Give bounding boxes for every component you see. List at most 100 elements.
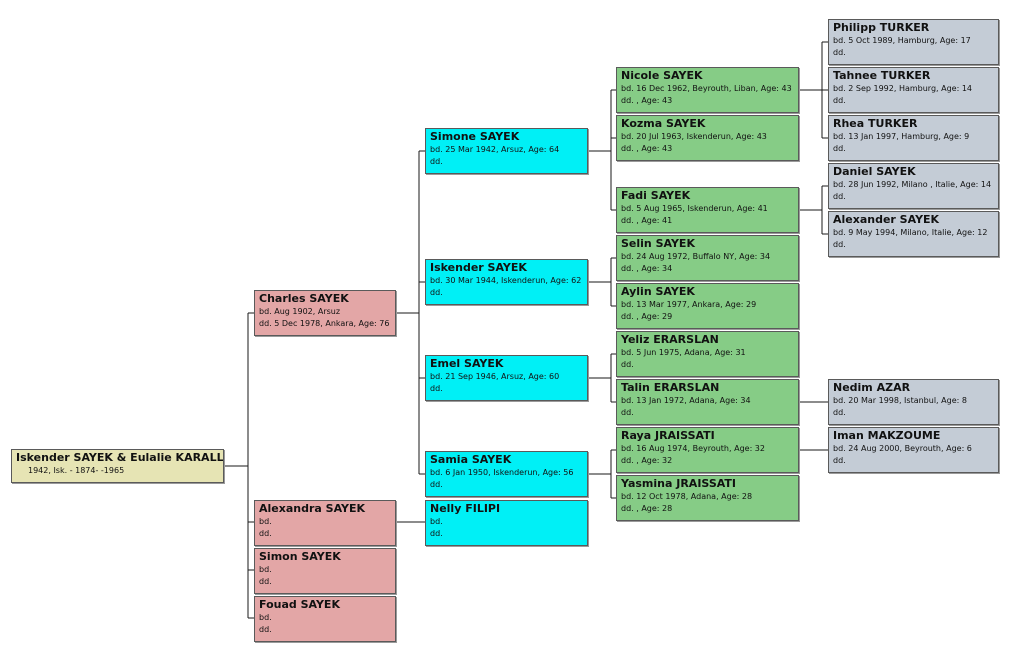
person-card-simon-sayek[interactable]: Simon SAYEK bd. dd.: [254, 548, 396, 594]
person-birth: bd. 2 Sep 1992, Hamburg, Age: 14: [833, 84, 973, 93]
person-death: dd.: [621, 360, 634, 369]
person-card-raya-jraissati[interactable]: Raya JRAISSATI bd. 16 Aug 1974, Beyrouth…: [616, 427, 799, 473]
person-card-alexander-sayek[interactable]: Alexander SAYEK bd. 9 May 1994, Milano, …: [828, 211, 999, 257]
person-death: dd.: [430, 529, 443, 538]
person-death: dd. , Age: 32: [621, 456, 673, 465]
person-birth: bd. 28 Jun 1992, Milano , Italie, Age: 1…: [833, 180, 992, 189]
person-card-alexandra-sayek[interactable]: Alexandra SAYEK bd. dd.: [254, 500, 396, 546]
person-name: Charles SAYEK: [259, 292, 349, 305]
person-name: Yasmina JRAISSATI: [621, 477, 737, 490]
person-name: Iskender SAYEK: [430, 261, 527, 274]
person-death: dd.: [621, 408, 634, 417]
person-name: Talin ERARSLAN: [621, 381, 720, 394]
person-name: Raya JRAISSATI: [621, 429, 715, 442]
person-card-rhea-turker[interactable]: Rhea TURKER bd. 13 Jan 1997, Hamburg, Ag…: [828, 115, 999, 161]
person-name: Simone SAYEK: [430, 130, 520, 143]
person-birth: bd. 12 Oct 1978, Adana, Age: 28: [621, 492, 753, 501]
person-death: dd.: [833, 192, 846, 201]
person-birth: bd. 5 Jun 1975, Adana, Age: 31: [621, 348, 746, 357]
person-death: dd.: [833, 408, 846, 417]
person-card-samia-sayek[interactable]: Samia SAYEK bd. 6 Jan 1950, Iskenderun, …: [425, 451, 588, 497]
person-card-nelly-filipi[interactable]: Nelly FILIPI bd. dd.: [425, 500, 588, 546]
person-birth: bd. 16 Aug 1974, Beyrouth, Age: 32: [621, 444, 765, 453]
person-card-tahnee-turker[interactable]: Tahnee TURKER bd. 2 Sep 1992, Hamburg, A…: [828, 67, 999, 113]
person-card-nicole-sayek[interactable]: Nicole SAYEK bd. 16 Dec 1962, Beyrouth, …: [616, 67, 799, 113]
person-name: Selin SAYEK: [621, 237, 695, 250]
person-death: dd.: [833, 48, 846, 57]
person-card-charles-sayek[interactable]: Charles SAYEK bd. Aug 1902, Arsuz dd. 5 …: [254, 290, 396, 336]
person-name: Nelly FILIPI: [430, 502, 501, 515]
person-card-nedim-azar[interactable]: Nedim AZAR bd. 20 Mar 1998, Istanbul, Ag…: [828, 379, 999, 425]
person-birth: bd. 30 Mar 1944, Iskenderun, Age: 62: [430, 276, 582, 285]
person-birth: bd. 13 Mar 1977, Ankara, Age: 29: [621, 300, 757, 309]
person-birth: bd. 13 Jan 1972, Adana, Age: 34: [621, 396, 751, 405]
person-death: dd.: [833, 144, 846, 153]
person-death: dd.: [259, 577, 272, 586]
person-death: dd.: [833, 456, 846, 465]
person-name: Daniel SAYEK: [833, 165, 916, 178]
person-birth: bd. 13 Jan 1997, Hamburg, Age: 9: [833, 132, 970, 141]
person-birth: bd. 21 Sep 1946, Arsuz, Age: 60: [430, 372, 560, 381]
person-card-root-couple[interactable]: Iskender SAYEK & Eulalie KARALLI 1942, I…: [11, 449, 224, 483]
person-death: dd. , Age: 41: [621, 216, 673, 225]
person-birth: bd.: [259, 613, 272, 622]
person-name: Rhea TURKER: [833, 117, 918, 130]
person-death: dd. , Age: 28: [621, 504, 673, 513]
person-card-aylin-sayek[interactable]: Aylin SAYEK bd. 13 Mar 1977, Ankara, Age…: [616, 283, 799, 329]
person-dates: 1942, Isk. - 1874- -1965: [28, 466, 125, 475]
person-death: dd.: [430, 384, 443, 393]
person-death: dd.: [833, 240, 846, 249]
person-death: dd.: [430, 157, 443, 166]
person-birth: bd. 16 Dec 1962, Beyrouth, Liban, Age: 4…: [621, 84, 792, 93]
person-name: Aylin SAYEK: [621, 285, 695, 298]
person-card-kozma-sayek[interactable]: Kozma SAYEK bd. 20 Jul 1963, Iskenderun,…: [616, 115, 799, 161]
person-birth: bd. 20 Jul 1963, Iskenderun, Age: 43: [621, 132, 767, 141]
person-birth: bd.: [430, 517, 443, 526]
person-card-simone-sayek[interactable]: Simone SAYEK bd. 25 Mar 1942, Arsuz, Age…: [425, 128, 588, 174]
person-death: dd. , Age: 29: [621, 312, 673, 321]
person-birth: bd. 5 Oct 1989, Hamburg, Age: 17: [833, 36, 971, 45]
person-name: Simon SAYEK: [259, 550, 341, 563]
person-card-talin-erarslan[interactable]: Talin ERARSLAN bd. 13 Jan 1972, Adana, A…: [616, 379, 799, 425]
person-card-fadi-sayek[interactable]: Fadi SAYEK bd. 5 Aug 1965, Iskenderun, A…: [616, 187, 799, 233]
person-name: Nicole SAYEK: [621, 69, 703, 82]
person-name: Alexandra SAYEK: [259, 502, 366, 515]
person-birth: bd. 5 Aug 1965, Iskenderun, Age: 41: [621, 204, 768, 213]
person-birth: bd. 6 Jan 1950, Iskenderun, Age: 56: [430, 468, 574, 477]
person-death: dd. 5 Dec 1978, Ankara, Age: 76: [259, 319, 390, 328]
person-name: Samia SAYEK: [430, 453, 512, 466]
person-card-yasmina-jraissati[interactable]: Yasmina JRAISSATI bd. 12 Oct 1978, Adana…: [616, 475, 799, 521]
person-name: Philipp TURKER: [833, 21, 930, 34]
person-name: Iskender SAYEK & Eulalie KARALLI: [16, 451, 224, 464]
person-card-emel-sayek[interactable]: Emel SAYEK bd. 21 Sep 1946, Arsuz, Age: …: [425, 355, 588, 401]
person-death: dd.: [259, 625, 272, 634]
person-card-philipp-turker[interactable]: Philipp TURKER bd. 5 Oct 1989, Hamburg, …: [828, 19, 999, 65]
person-card-daniel-sayek[interactable]: Daniel SAYEK bd. 28 Jun 1992, Milano , I…: [828, 163, 999, 209]
person-card-fouad-sayek[interactable]: Fouad SAYEK bd. dd.: [254, 596, 396, 642]
person-name: Yeliz ERARSLAN: [621, 333, 719, 346]
person-card-iskender-sayek[interactable]: Iskender SAYEK bd. 30 Mar 1944, Iskender…: [425, 259, 588, 305]
person-name: Fouad SAYEK: [259, 598, 340, 611]
person-card-selin-sayek[interactable]: Selin SAYEK bd. 24 Aug 1972, Buffalo NY,…: [616, 235, 799, 281]
person-birth: bd. 20 Mar 1998, Istanbul, Age: 8: [833, 396, 967, 405]
person-birth: bd. 25 Mar 1942, Arsuz, Age: 64: [430, 145, 560, 154]
person-name: Fadi SAYEK: [621, 189, 691, 202]
person-name: Nedim AZAR: [833, 381, 911, 394]
person-name: Tahnee TURKER: [833, 69, 931, 82]
person-name: Kozma SAYEK: [621, 117, 706, 130]
person-card-yeliz-erarslan[interactable]: Yeliz ERARSLAN bd. 5 Jun 1975, Adana, Ag…: [616, 331, 799, 377]
person-death: dd.: [259, 529, 272, 538]
person-card-iman-makzoume[interactable]: Iman MAKZOUME bd. 24 Aug 2000, Beyrouth,…: [828, 427, 999, 473]
person-death: dd.: [833, 96, 846, 105]
person-death: dd.: [430, 288, 443, 297]
person-birth: bd.: [259, 517, 272, 526]
person-death: dd. , Age: 43: [621, 96, 673, 105]
person-birth: bd. Aug 1902, Arsuz: [259, 307, 341, 316]
person-death: dd. , Age: 43: [621, 144, 673, 153]
person-birth: bd.: [259, 565, 272, 574]
person-name: Iman MAKZOUME: [833, 429, 941, 442]
person-death: dd. , Age: 34: [621, 264, 673, 273]
person-name: Alexander SAYEK: [833, 213, 940, 226]
person-birth: bd. 24 Aug 1972, Buffalo NY, Age: 34: [621, 252, 771, 261]
